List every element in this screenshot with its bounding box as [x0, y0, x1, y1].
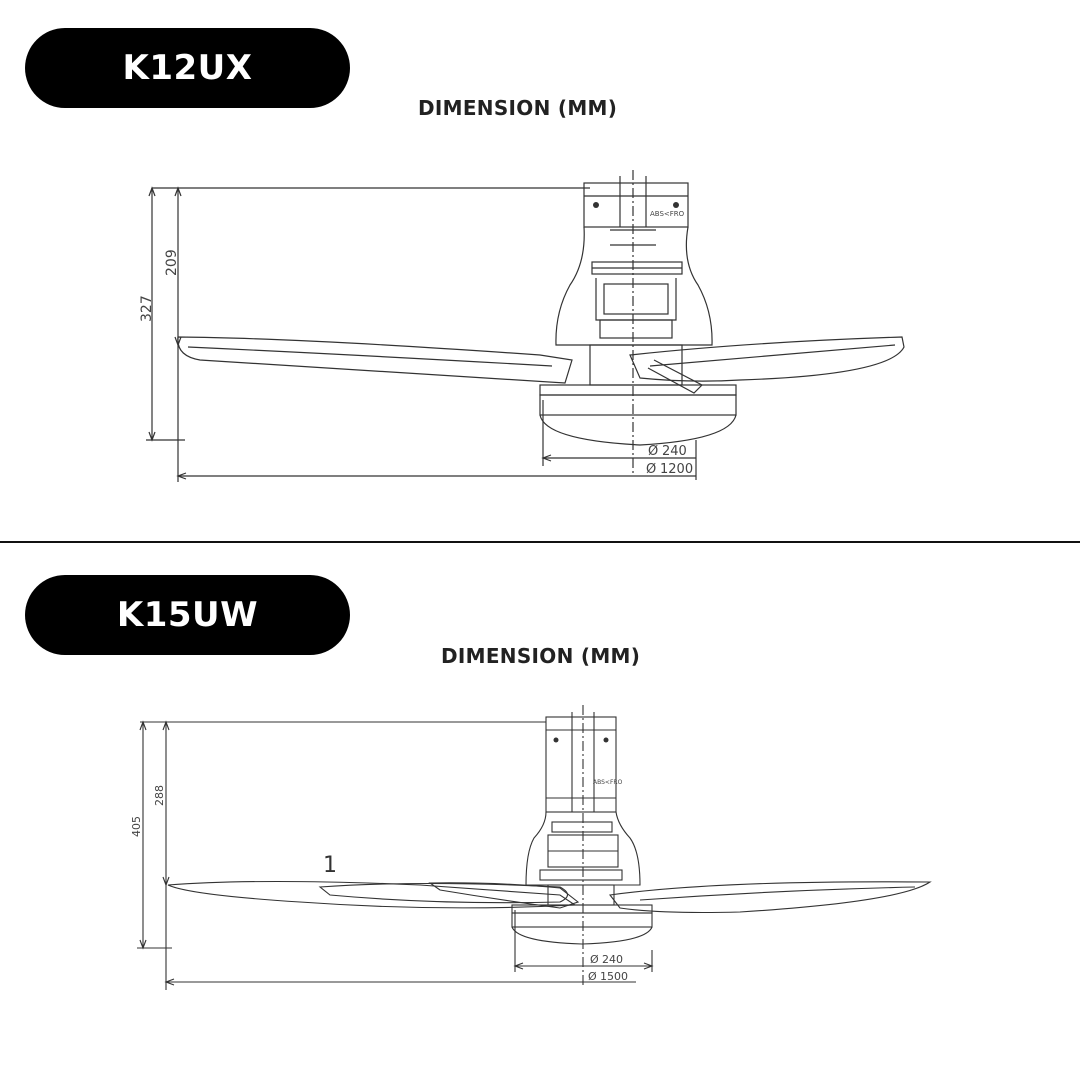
light-diameter-symbol: Ø: [648, 444, 658, 459]
motor-label: ABS<FRO: [650, 210, 685, 218]
span-diameter-symbol: Ø: [646, 462, 656, 477]
span-diameter-label: 1500: [600, 970, 628, 983]
dimension-title: DIMENSION (MM): [441, 644, 641, 668]
motor-housing: [511, 705, 653, 985]
light-diameter-symbol: Ø: [590, 953, 599, 966]
height-dimension-lines: [137, 720, 546, 950]
model-badge-k15uw: K15UW: [25, 575, 350, 655]
fan-blade-right: [608, 881, 932, 914]
model-badge-k12ux: K12UX: [25, 28, 350, 108]
section-divider: [0, 541, 1080, 543]
diameter-dimension-lines: [176, 345, 697, 482]
fan-blade-left: [177, 336, 573, 384]
span-diameter-label: 1200: [660, 462, 693, 477]
height-total-label: 327: [139, 295, 155, 322]
fan-drawing-k12ux: 327 209 Ø 240 Ø 1200 ABS<FRO: [139, 170, 905, 482]
fan-blade-left: [167, 880, 577, 909]
fan-blade-front: [428, 882, 580, 909]
height-total-label: 405: [130, 816, 143, 837]
blade-callout: 1: [323, 853, 337, 878]
light-diameter-label: 240: [602, 953, 623, 966]
dimension-title: DIMENSION (MM): [418, 96, 618, 120]
fan-blade-right: [629, 336, 905, 394]
light-diameter-label: 240: [662, 444, 687, 459]
motor-label: ABS<FRO: [593, 779, 623, 786]
motor-housing: [539, 170, 737, 475]
fan-drawing-k15uw: 405 288 Ø 240 Ø 1500 ABS<FRO 1: [130, 705, 932, 990]
model-name: K15UW: [116, 595, 259, 635]
height-body-label: 288: [153, 785, 166, 806]
span-diameter-symbol: Ø: [588, 970, 597, 983]
height-dimension-lines: [146, 186, 590, 442]
model-name: K12UX: [122, 48, 253, 88]
height-body-label: 209: [164, 249, 180, 276]
